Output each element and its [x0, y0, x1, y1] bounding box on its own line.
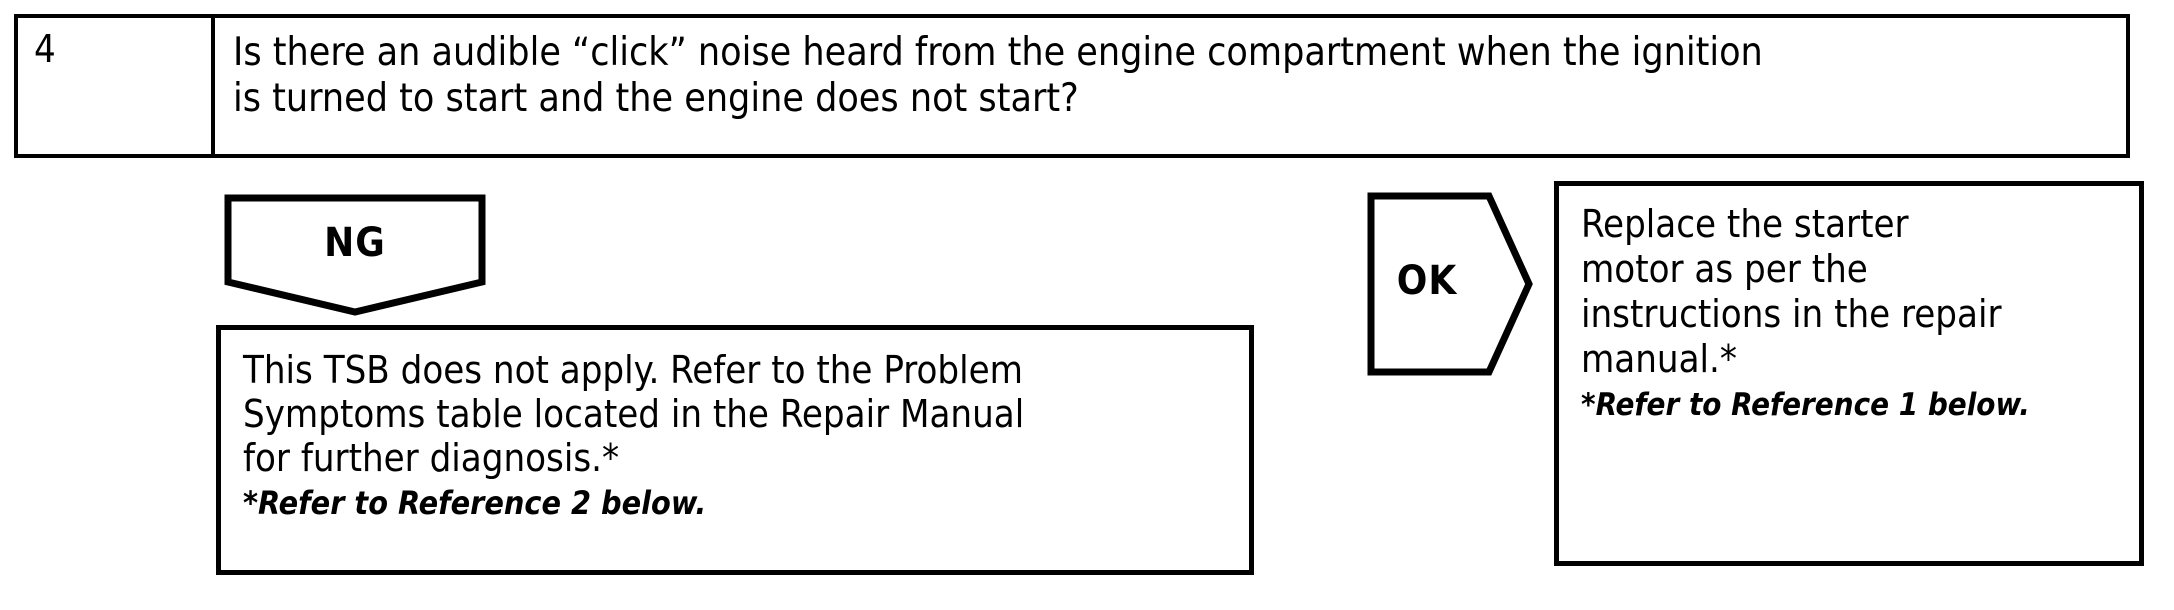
question-number: 4	[34, 27, 56, 71]
ng-result-reference-note: *Refer to Reference 2 below.	[243, 484, 707, 522]
ng-result-box: This TSB does not apply. Refer to the Pr…	[216, 325, 1254, 575]
question-text-cell: Is there an audible “click” noise heard …	[215, 18, 2126, 154]
ok-result-body: Replace the starter motor as per the ins…	[1581, 202, 2002, 381]
question-number-cell: 4	[18, 18, 215, 154]
question-table: 4 Is there an audible “click” noise hear…	[14, 14, 2130, 158]
ok-result-box: Replace the starter motor as per the ins…	[1554, 181, 2144, 566]
ok-arrow-shape	[1367, 192, 1533, 376]
ok-branch-label: OK	[1396, 258, 1458, 304]
ng-branch-label: NG	[324, 220, 386, 266]
ng-result-body: This TSB does not apply. Refer to the Pr…	[243, 348, 1025, 480]
ng-arrow-shape	[224, 194, 486, 316]
question-text: Is there an audible “click” noise heard …	[233, 30, 1763, 121]
ok-result-reference-note: *Refer to Reference 1 below.	[1581, 387, 2030, 423]
